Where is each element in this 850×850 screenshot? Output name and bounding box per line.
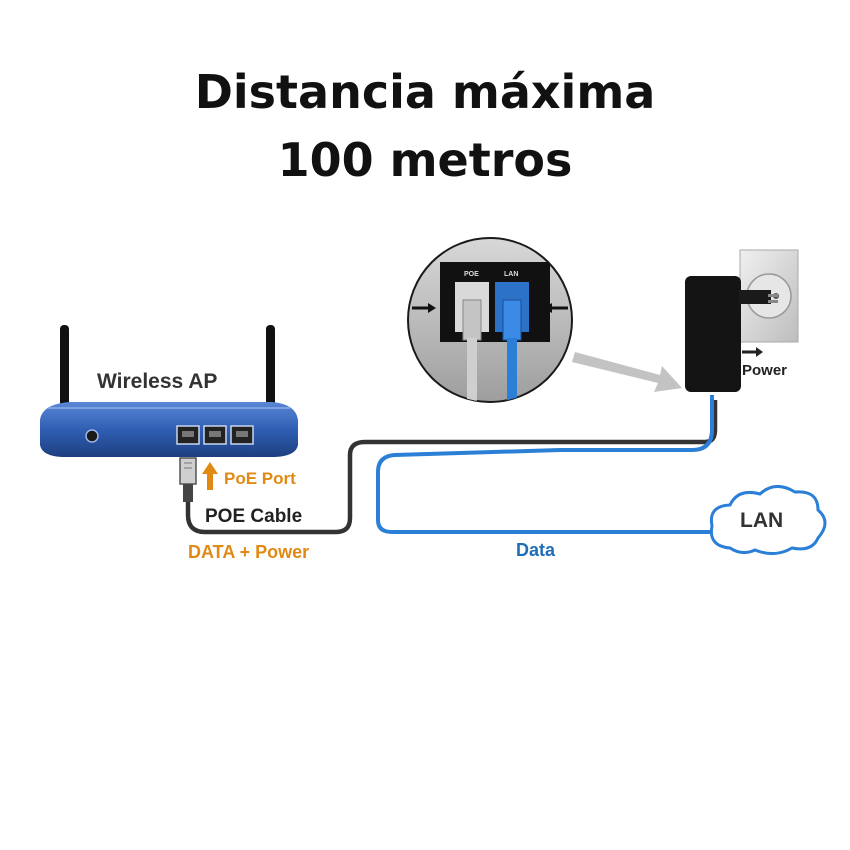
inset-lan-label: LAN [504,271,518,278]
inset-poe-label: POE [464,271,479,278]
poe-port-label: PoE Port [224,469,296,488]
wireless-ap-router [40,325,298,457]
data-power-label: DATA + Power [188,542,309,562]
lan-cloud-icon [709,485,827,555]
wireless-ap-label: Wireless AP [97,370,217,393]
poe-port-arrow-icon [202,462,218,490]
diagram-title: Distancia máxima 100 metros [0,58,850,194]
adapter-ports-inset [407,237,573,403]
power-label: Power [742,362,787,379]
power-jack-icon [85,429,99,443]
rj45-plug-icon [179,457,197,502]
lan-label: LAN [740,509,783,532]
data-cable [376,395,720,534]
power-arrow-icon [742,347,763,357]
data-label: Data [516,540,556,560]
poe-cable-label: POE Cable [205,506,302,527]
poe-power-adapter [685,276,778,392]
title-line-1: Distancia máxima [194,65,656,119]
zoom-pointer-arrow-icon [572,352,682,392]
title-line-2: 100 metros [277,133,573,187]
